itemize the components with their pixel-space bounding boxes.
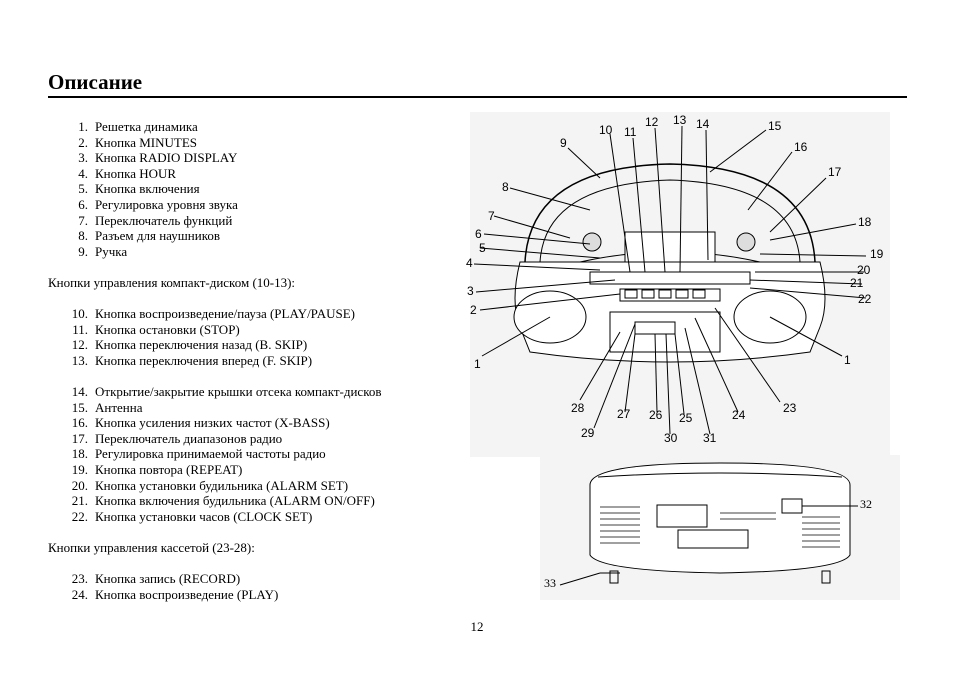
callout-label: 15 (768, 119, 782, 133)
list-item: 17.Переключатель диапазонов радио (71, 430, 283, 446)
list-item: 3.Кнопка RADIO DISPLAY (78, 150, 238, 166)
callout-label: 17 (828, 165, 842, 179)
parts-list: 1.Решетка динамика 2.Кнопка MINUTES 3.Кн… (48, 119, 468, 602)
boombox-front-drawing (470, 112, 890, 457)
callout-label: 29 (581, 426, 595, 440)
callout-label: 11 (624, 125, 637, 139)
list-item: 15.Антенна (71, 399, 143, 415)
callout-label: 22 (858, 292, 872, 306)
callout-label: 1 (474, 357, 481, 371)
list-item: 2.Кнопка MINUTES (78, 134, 198, 150)
tape-section-heading: Кнопки управления кассетой (23-28): (48, 540, 255, 556)
page-number: 12 (470, 619, 484, 634)
list-item: 18.Регулировка принимаемой частоты радио (71, 446, 326, 462)
list-item: 14.Открытие/закрытие крышки отсека компа… (71, 384, 382, 400)
boombox-back-drawing (540, 455, 900, 600)
list-item: 13.Кнопка переключения вперед (F. SKIP) (71, 352, 313, 368)
callout-label: 25 (679, 411, 693, 425)
list-item: 21.Кнопка включения будильника (ALARM ON… (71, 493, 375, 509)
callout-label: 27 (617, 407, 631, 421)
list-item: 6.Регулировка уровня звука (78, 196, 238, 212)
list-item: 23.Кнопка запись (RECORD) (71, 571, 241, 587)
list-item: 22.Кнопка установки часов (CLOCK SET) (71, 508, 313, 524)
callout-label: 18 (858, 215, 872, 229)
callout-label: 7 (488, 209, 495, 223)
page-title: Описание (48, 70, 143, 94)
front-view-figure: 10 11 12 13 14 15 9 16 8 17 7 18 6 5 19 … (466, 112, 890, 457)
callout-label: 32 (860, 497, 872, 511)
callout-label: 14 (696, 117, 710, 131)
callout-label: 5 (479, 241, 486, 255)
callout-label: 33 (544, 576, 556, 590)
list-item: 1.Решетка динамика (78, 119, 198, 134)
callout-label: 28 (571, 401, 585, 415)
list-item: 8.Разъем для наушников (78, 228, 220, 244)
callout-label: 6 (475, 227, 482, 241)
list-item: 20.Кнопка установки будильника (ALARM SE… (71, 477, 349, 493)
callout-label: 13 (673, 113, 687, 127)
callout-label: 24 (732, 408, 746, 422)
callout-label: 23 (783, 401, 797, 415)
list-item: 5.Кнопка включения (78, 181, 200, 197)
list-item: 7.Переключатель функций (78, 212, 233, 228)
list-item: 19.Кнопка повтора (REPEAT) (71, 462, 243, 478)
callout-label: 30 (664, 431, 678, 445)
callout-label: 8 (502, 180, 509, 194)
list-item: 16.Кнопка усиления низких частот (X-BASS… (71, 415, 330, 431)
callout-label: 10 (599, 123, 613, 137)
callout-label: 1 (844, 353, 851, 367)
callout-label: 19 (870, 247, 884, 261)
title-rule (48, 96, 907, 98)
callout-label: 21 (850, 276, 864, 290)
callout-label: 9 (560, 136, 567, 150)
callout-label: 16 (794, 140, 808, 154)
list-item: 12.Кнопка переключения назад (B. SKIP) (71, 337, 308, 353)
list-item: 24.Кнопка воспроизведение (PLAY) (71, 586, 279, 602)
callout-label: 3 (467, 284, 474, 298)
list-item: 11.Кнопка остановки (STOP) (72, 321, 240, 337)
list-item: 4.Кнопка HOUR (78, 165, 177, 181)
callout-label: 4 (466, 256, 473, 270)
back-view-figure: 32 33 (540, 455, 900, 600)
callout-label: 12 (645, 115, 659, 129)
callout-label: 26 (649, 408, 663, 422)
callout-label: 2 (470, 303, 477, 317)
cd-section-heading: Кнопки управления компакт-диском (10-13)… (48, 274, 296, 290)
list-item: 10.Кнопка воспроизведение/пауза (PLAY/PA… (71, 306, 355, 322)
callout-label: 31 (703, 431, 717, 445)
list-item: 9.Ручка (78, 243, 128, 259)
callout-label: 20 (857, 263, 871, 277)
